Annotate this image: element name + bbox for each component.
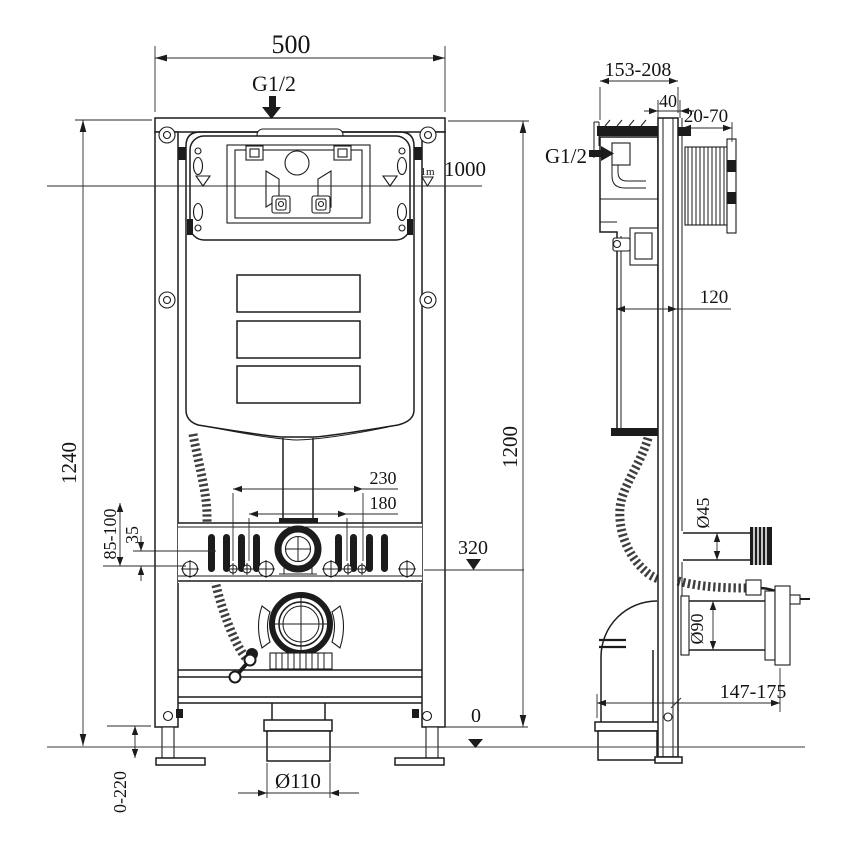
level-320-label: 320 bbox=[458, 537, 488, 559]
wall-bracket bbox=[593, 119, 691, 158]
front-frame bbox=[154, 117, 446, 766]
pipe-rib-stripes bbox=[753, 527, 767, 565]
drain-spigot bbox=[263, 703, 333, 762]
dim-85-100-label: 85-100 bbox=[100, 509, 120, 560]
adjustment-slots bbox=[208, 534, 388, 572]
side-hose-inner bbox=[615, 436, 664, 585]
side-cistern bbox=[599, 136, 660, 436]
hose-lever bbox=[228, 648, 258, 684]
label-plate-2 bbox=[236, 320, 361, 359]
level-0-label: 0 bbox=[471, 705, 481, 727]
side-dimensions bbox=[589, 77, 781, 718]
flush-pipe-label: Ø45 bbox=[693, 498, 713, 529]
fixing-crossbar bbox=[178, 522, 422, 583]
dim-180-label: 180 bbox=[370, 493, 397, 513]
side-rail bbox=[654, 117, 683, 764]
flush-bend-socket bbox=[274, 525, 322, 575]
flush-pipe bbox=[683, 527, 772, 565]
access-panel bbox=[178, 135, 422, 241]
front-total-height-label: 1240 bbox=[57, 442, 81, 484]
level-1000-label: 1000 bbox=[444, 157, 486, 181]
actuator-block bbox=[684, 138, 737, 234]
side-outlet-label: 147-175 bbox=[720, 681, 787, 703]
drain-outlet-label: Ø110 bbox=[275, 769, 321, 793]
front-dimensions bbox=[75, 46, 529, 798]
side-depth-label: 153-208 bbox=[605, 59, 672, 81]
side-rail-label: 40 bbox=[659, 91, 677, 111]
side-cistern-depth-label: 120 bbox=[700, 287, 729, 308]
drain-elbow-clamp bbox=[257, 592, 345, 670]
clamp-ribs bbox=[275, 653, 325, 669]
panel-keyholes bbox=[192, 147, 408, 232]
front-inlet-label: G1/2 bbox=[252, 71, 296, 96]
fixing-screws bbox=[181, 560, 416, 578]
bracket-hatch bbox=[604, 119, 647, 127]
dim-35-label: 35 bbox=[122, 526, 142, 544]
meter-mark-label: 1m bbox=[420, 166, 435, 178]
actuator-ribs bbox=[687, 147, 725, 225]
lower-crossbars bbox=[178, 669, 422, 704]
flush-rod-buttons bbox=[271, 195, 331, 214]
drain-pipe bbox=[680, 585, 791, 666]
label-plate-1 bbox=[236, 274, 361, 313]
side-inlet-label: G1/2 bbox=[545, 144, 587, 168]
side-view bbox=[593, 117, 810, 764]
filling-valve-port bbox=[284, 150, 310, 176]
dim-230-label: 230 bbox=[370, 468, 397, 488]
side-drain-elbow bbox=[594, 600, 661, 761]
dim-0-220-label: 0-220 bbox=[110, 771, 130, 813]
front-frame-height-label: 1200 bbox=[498, 426, 522, 468]
label-plate-3 bbox=[236, 365, 361, 404]
side-plate-label: 20-70 bbox=[684, 106, 728, 127]
dimension-labels: 500 G1/2 1000 1m 1240 1200 230 180 85-10… bbox=[57, 30, 786, 813]
front-view bbox=[154, 117, 446, 766]
drain-pipe-label: Ø90 bbox=[687, 614, 707, 645]
front-width-label: 500 bbox=[272, 30, 311, 59]
reference-lines bbox=[47, 175, 805, 748]
